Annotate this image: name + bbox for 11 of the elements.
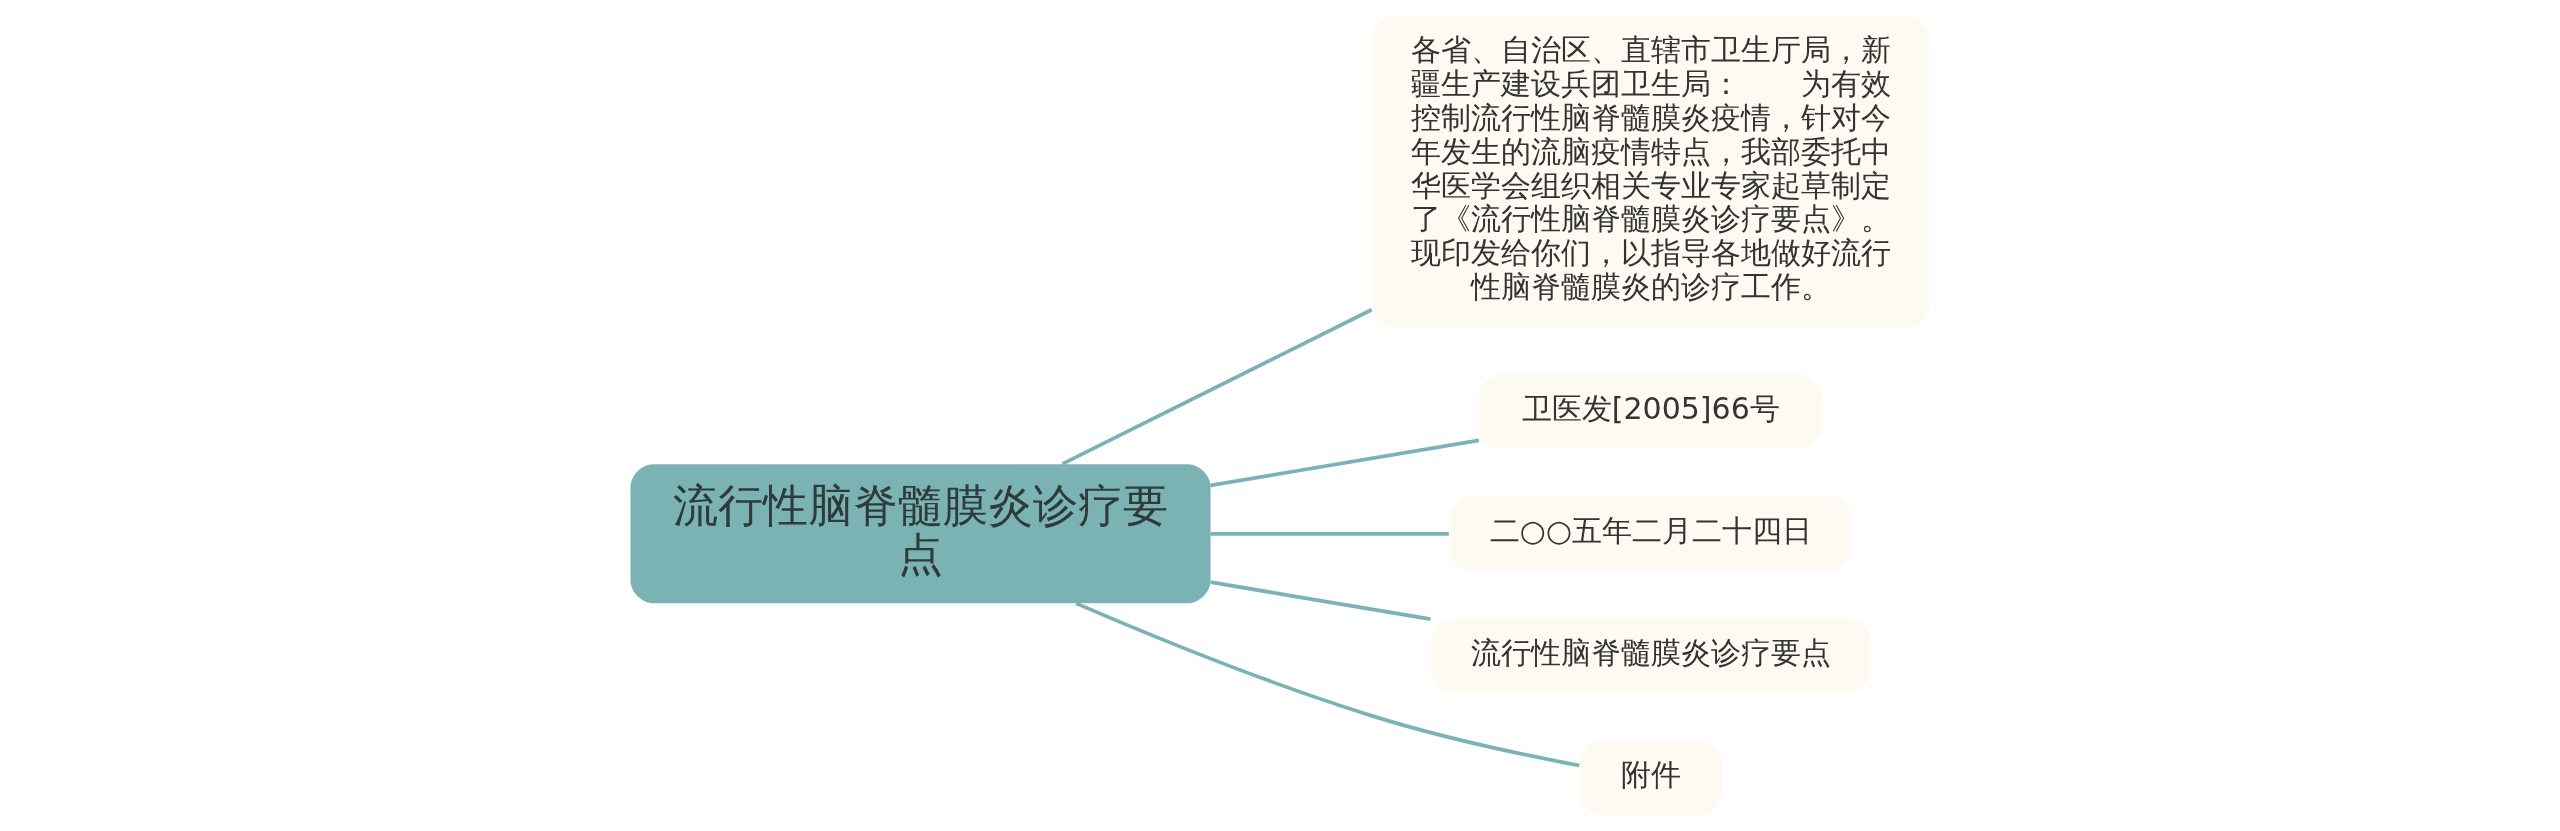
node-box: 各省、自治区、直辖市卫生厅局，新疆生产建设兵团卫生局： 为有效控制流行性脑脊髓膜炎疫情，针对今年发生的流脑疫情特点，我部委托中华医学会组织相关专业专家起草制定了《流行性脑脊髓膜炎诊疗要点》。现印发给你们，以指导各地做好流行性脑脊髓膜炎的诊疗工作。 <box>1372 15 1930 328</box>
node-box: 二○○五年二月二十四日 <box>1448 496 1853 572</box>
node-box: 附件 <box>1579 740 1723 816</box>
connector <box>1210 580 1431 621</box>
connector <box>1075 601 1580 768</box>
node-box: 卫医发[2005]66号 <box>1479 374 1823 450</box>
node-box: 流行性脑脊髓膜炎诊疗要点 <box>630 464 1211 604</box>
connector <box>1061 308 1373 466</box>
connector <box>1210 438 1480 488</box>
connector <box>1210 531 1449 536</box>
node-box: 流行性脑脊髓膜炎诊疗要点 <box>1431 618 1871 694</box>
